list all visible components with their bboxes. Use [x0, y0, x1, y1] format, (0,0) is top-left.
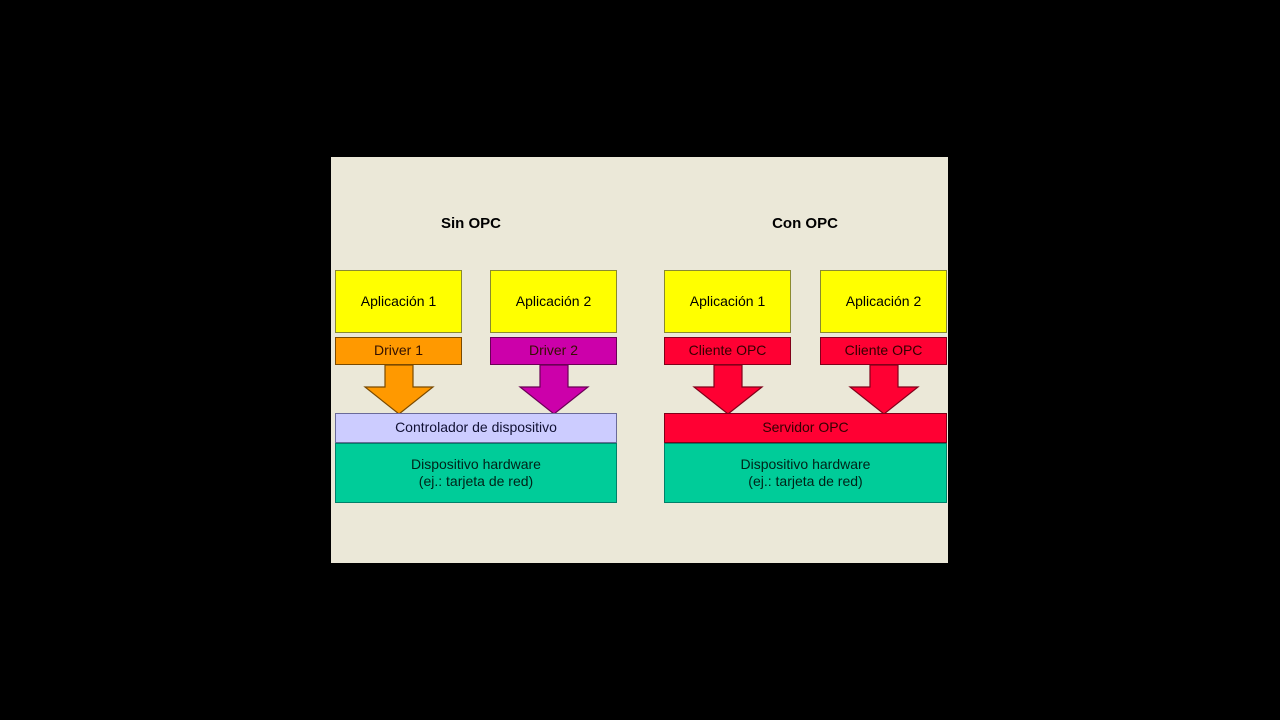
- sin-opc-application-1-box[interactable]: Aplicación 1: [335, 270, 462, 333]
- con-opc-hardware-line-1: Dispositivo hardware: [740, 455, 871, 472]
- con-opc-arrow-client-1: [692, 365, 764, 415]
- sin-opc-hardware-line-1: Dispositivo hardware: [411, 455, 541, 472]
- con-opc-application-2-box[interactable]: Aplicación 2: [820, 270, 947, 333]
- diagram-panel: Sin OPC Con OPC Aplicación 1 Driver 1 Ap…: [331, 157, 948, 563]
- sin-opc-driver-2-box[interactable]: Driver 2: [490, 337, 617, 365]
- con-opc-arrow-client-2: [848, 365, 920, 415]
- sin-opc-hardware-line-2: (ej.: tarjeta de red): [418, 473, 534, 489]
- con-opc-client-2-box[interactable]: Cliente OPC: [820, 337, 947, 365]
- sin-opc-arrow-driver-2: [518, 365, 590, 415]
- con-opc-hardware-box[interactable]: Dispositivo hardware (ej.: tarjeta de re…: [664, 443, 947, 503]
- sin-opc-device-controller-box[interactable]: Controlador de dispositivo: [335, 413, 617, 443]
- sin-opc-driver-1-box[interactable]: Driver 1: [335, 337, 462, 365]
- con-opc-hardware-line-2: (ej.: tarjeta de red): [748, 473, 863, 489]
- con-opc-server-box[interactable]: Servidor OPC: [664, 413, 947, 443]
- column-title-con-opc: Con OPC: [772, 215, 838, 232]
- con-opc-application-1-box[interactable]: Aplicación 1: [664, 270, 791, 333]
- sin-opc-hardware-box[interactable]: Dispositivo hardware (ej.: tarjeta de re…: [335, 443, 617, 503]
- column-title-sin-opc: Sin OPC: [440, 215, 501, 232]
- con-opc-client-1-box[interactable]: Cliente OPC: [664, 337, 791, 365]
- sin-opc-arrow-driver-1: [363, 365, 435, 415]
- sin-opc-application-2-box[interactable]: Aplicación 2: [490, 270, 617, 333]
